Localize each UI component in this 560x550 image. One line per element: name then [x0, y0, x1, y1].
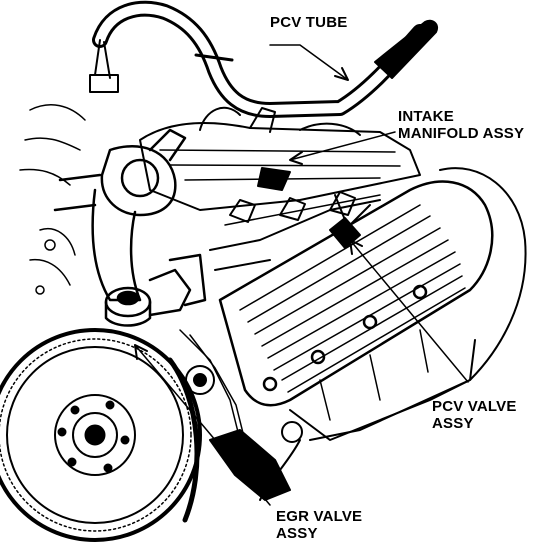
egr-valve-part	[104, 253, 207, 327]
intake-manifold-label-line-1: INTAKE	[398, 108, 454, 125]
valve-cover-part	[218, 180, 494, 407]
wiring-harness-part	[19, 104, 251, 471]
intake-manifold-label-line-2: MANIFOLD ASSY	[398, 125, 525, 142]
egr-valve-label-line-1: EGR VALVE	[276, 508, 363, 525]
throttle-body-part	[53, 128, 187, 302]
flywheel-part	[0, 328, 202, 542]
pcv-valve-label-line-1: PCV VALVE	[432, 398, 517, 415]
intake-manifold-label: INTAKE MANIFOLD ASSY	[398, 108, 524, 142]
pcv-tube-part	[89, 0, 438, 118]
pcv-valve-label: PCV VALVE ASSY	[432, 398, 517, 432]
leader-lines	[134, 44, 469, 506]
egr-valve-label: EGR VALVE ASSY	[276, 508, 362, 542]
pcv-valve-label-line-2: ASSY	[432, 415, 474, 432]
egr-valve-label-line-2: ASSY	[276, 525, 318, 542]
pcv-tube-label: PCV TUBE	[270, 14, 347, 31]
pcv-tube-label-line-1: PCV TUBE	[270, 14, 348, 31]
